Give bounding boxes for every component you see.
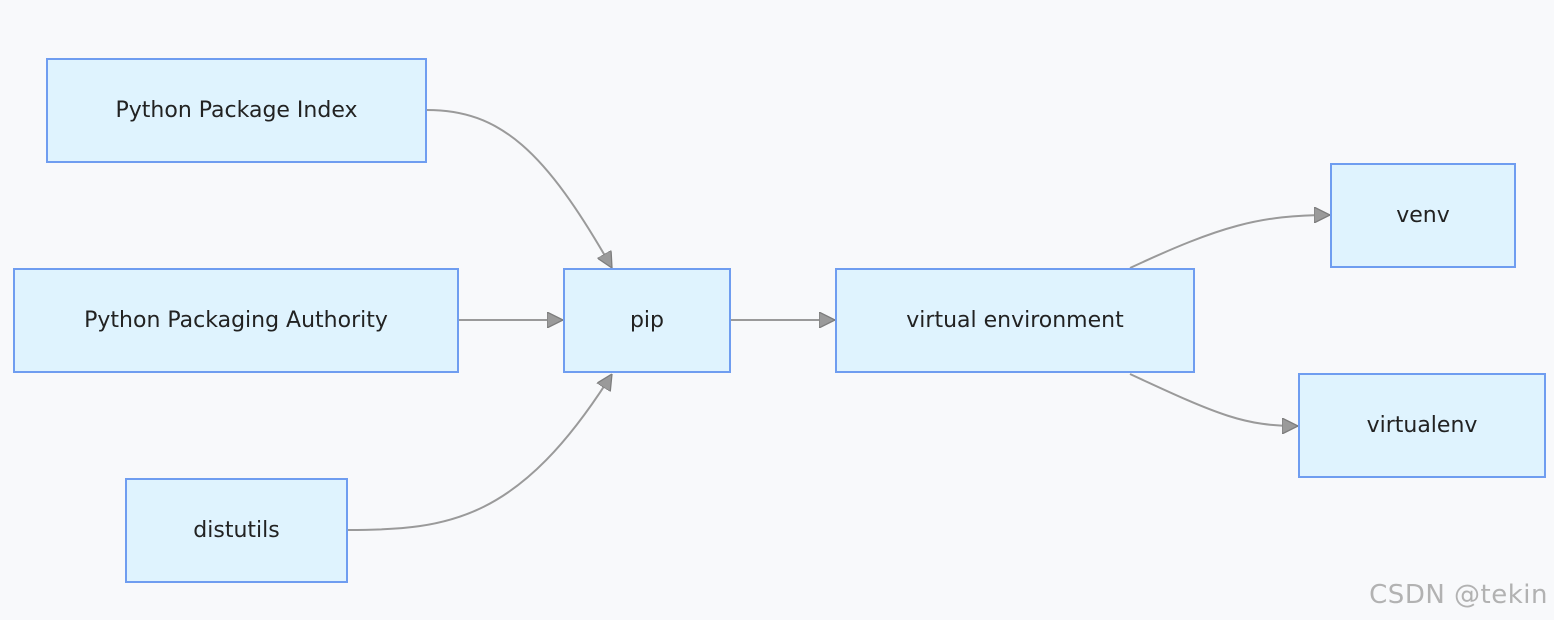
node-python-package-index: Python Package Index	[46, 58, 427, 163]
node-distutils: distutils	[125, 478, 348, 583]
node-venv: venv	[1330, 163, 1516, 268]
watermark: CSDN @tekin	[1369, 580, 1548, 610]
node-virtualenv: virtualenv	[1298, 373, 1546, 478]
node-label-python-package-index: Python Package Index	[115, 97, 358, 123]
edge-pypi-to-pip	[426, 109, 613, 268]
node-python-packaging-authority: Python Packaging Authority	[13, 268, 459, 373]
node-label-venv: venv	[1396, 202, 1450, 228]
edge-virtual-environment-to-virtualenv	[1129, 373, 1298, 426]
node-label-distutils: distutils	[193, 517, 280, 543]
node-label-virtual-environment: virtual environment	[906, 307, 1124, 333]
edge-distutils-to-pip	[347, 374, 613, 531]
node-virtual-environment: virtual environment	[835, 268, 1195, 373]
node-pip: pip	[563, 268, 731, 373]
node-label-pip: pip	[629, 307, 665, 333]
node-label-python-packaging-authority: Python Packaging Authority	[84, 307, 388, 333]
edge-virtual-environment-to-venv	[1129, 215, 1330, 269]
node-label-virtualenv: virtualenv	[1366, 412, 1478, 438]
